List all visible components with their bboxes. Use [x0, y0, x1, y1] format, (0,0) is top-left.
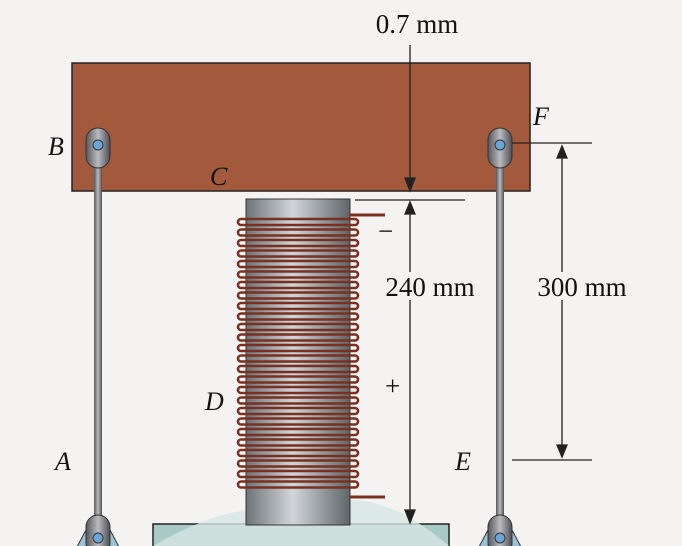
- coil-turn: [236, 217, 360, 227]
- coil-turn: [236, 469, 360, 479]
- coil-turn: [236, 343, 360, 353]
- rod-AB: [76, 127, 120, 546]
- coil-turn: [236, 270, 360, 279]
- label-E: E: [454, 447, 471, 476]
- gap-dimension-label: 0.7 mm: [376, 9, 459, 39]
- coil-turn: [236, 448, 360, 458]
- coil-turn: [236, 438, 360, 447]
- coil-turn: [236, 406, 360, 416]
- label-B: B: [48, 132, 64, 161]
- coil-turn: [236, 417, 360, 426]
- coil-turn: [236, 291, 360, 300]
- rod-length-label: 300 mm: [537, 272, 626, 302]
- label-C: C: [210, 162, 228, 191]
- beam: [71, 62, 531, 192]
- coil-turn: [236, 249, 360, 258]
- pin-A: [92, 532, 104, 544]
- coil-turn: [236, 385, 360, 395]
- coil-turn: [236, 354, 360, 363]
- coil-turn: [236, 259, 360, 269]
- coil-turn: [236, 238, 360, 248]
- rod-EF: [478, 127, 522, 546]
- coil-turn: [236, 396, 360, 405]
- cylinder-height-label: 240 mm: [385, 272, 474, 302]
- label-F: F: [532, 102, 550, 131]
- coil-turn: [236, 312, 360, 321]
- coil-turn: [236, 228, 360, 237]
- coil-turn: [236, 480, 360, 489]
- coil-turn: [236, 333, 360, 342]
- dimension-lines: [355, 45, 592, 525]
- coil-turn: [236, 459, 360, 468]
- minus-terminal-label: −: [378, 216, 393, 246]
- coil-turn: [236, 301, 360, 311]
- coil-turn: [236, 280, 360, 290]
- plus-terminal-label: +: [385, 371, 400, 401]
- pin-E: [494, 532, 506, 544]
- coil-turn: [236, 364, 360, 374]
- pin-B: [92, 139, 104, 151]
- label-A: A: [53, 447, 71, 476]
- coil-turn: [236, 322, 360, 332]
- coil-turn: [236, 375, 360, 384]
- coil: [236, 213, 385, 499]
- coil-turn: [236, 427, 360, 437]
- label-D: D: [204, 387, 224, 416]
- pin-F: [494, 139, 506, 151]
